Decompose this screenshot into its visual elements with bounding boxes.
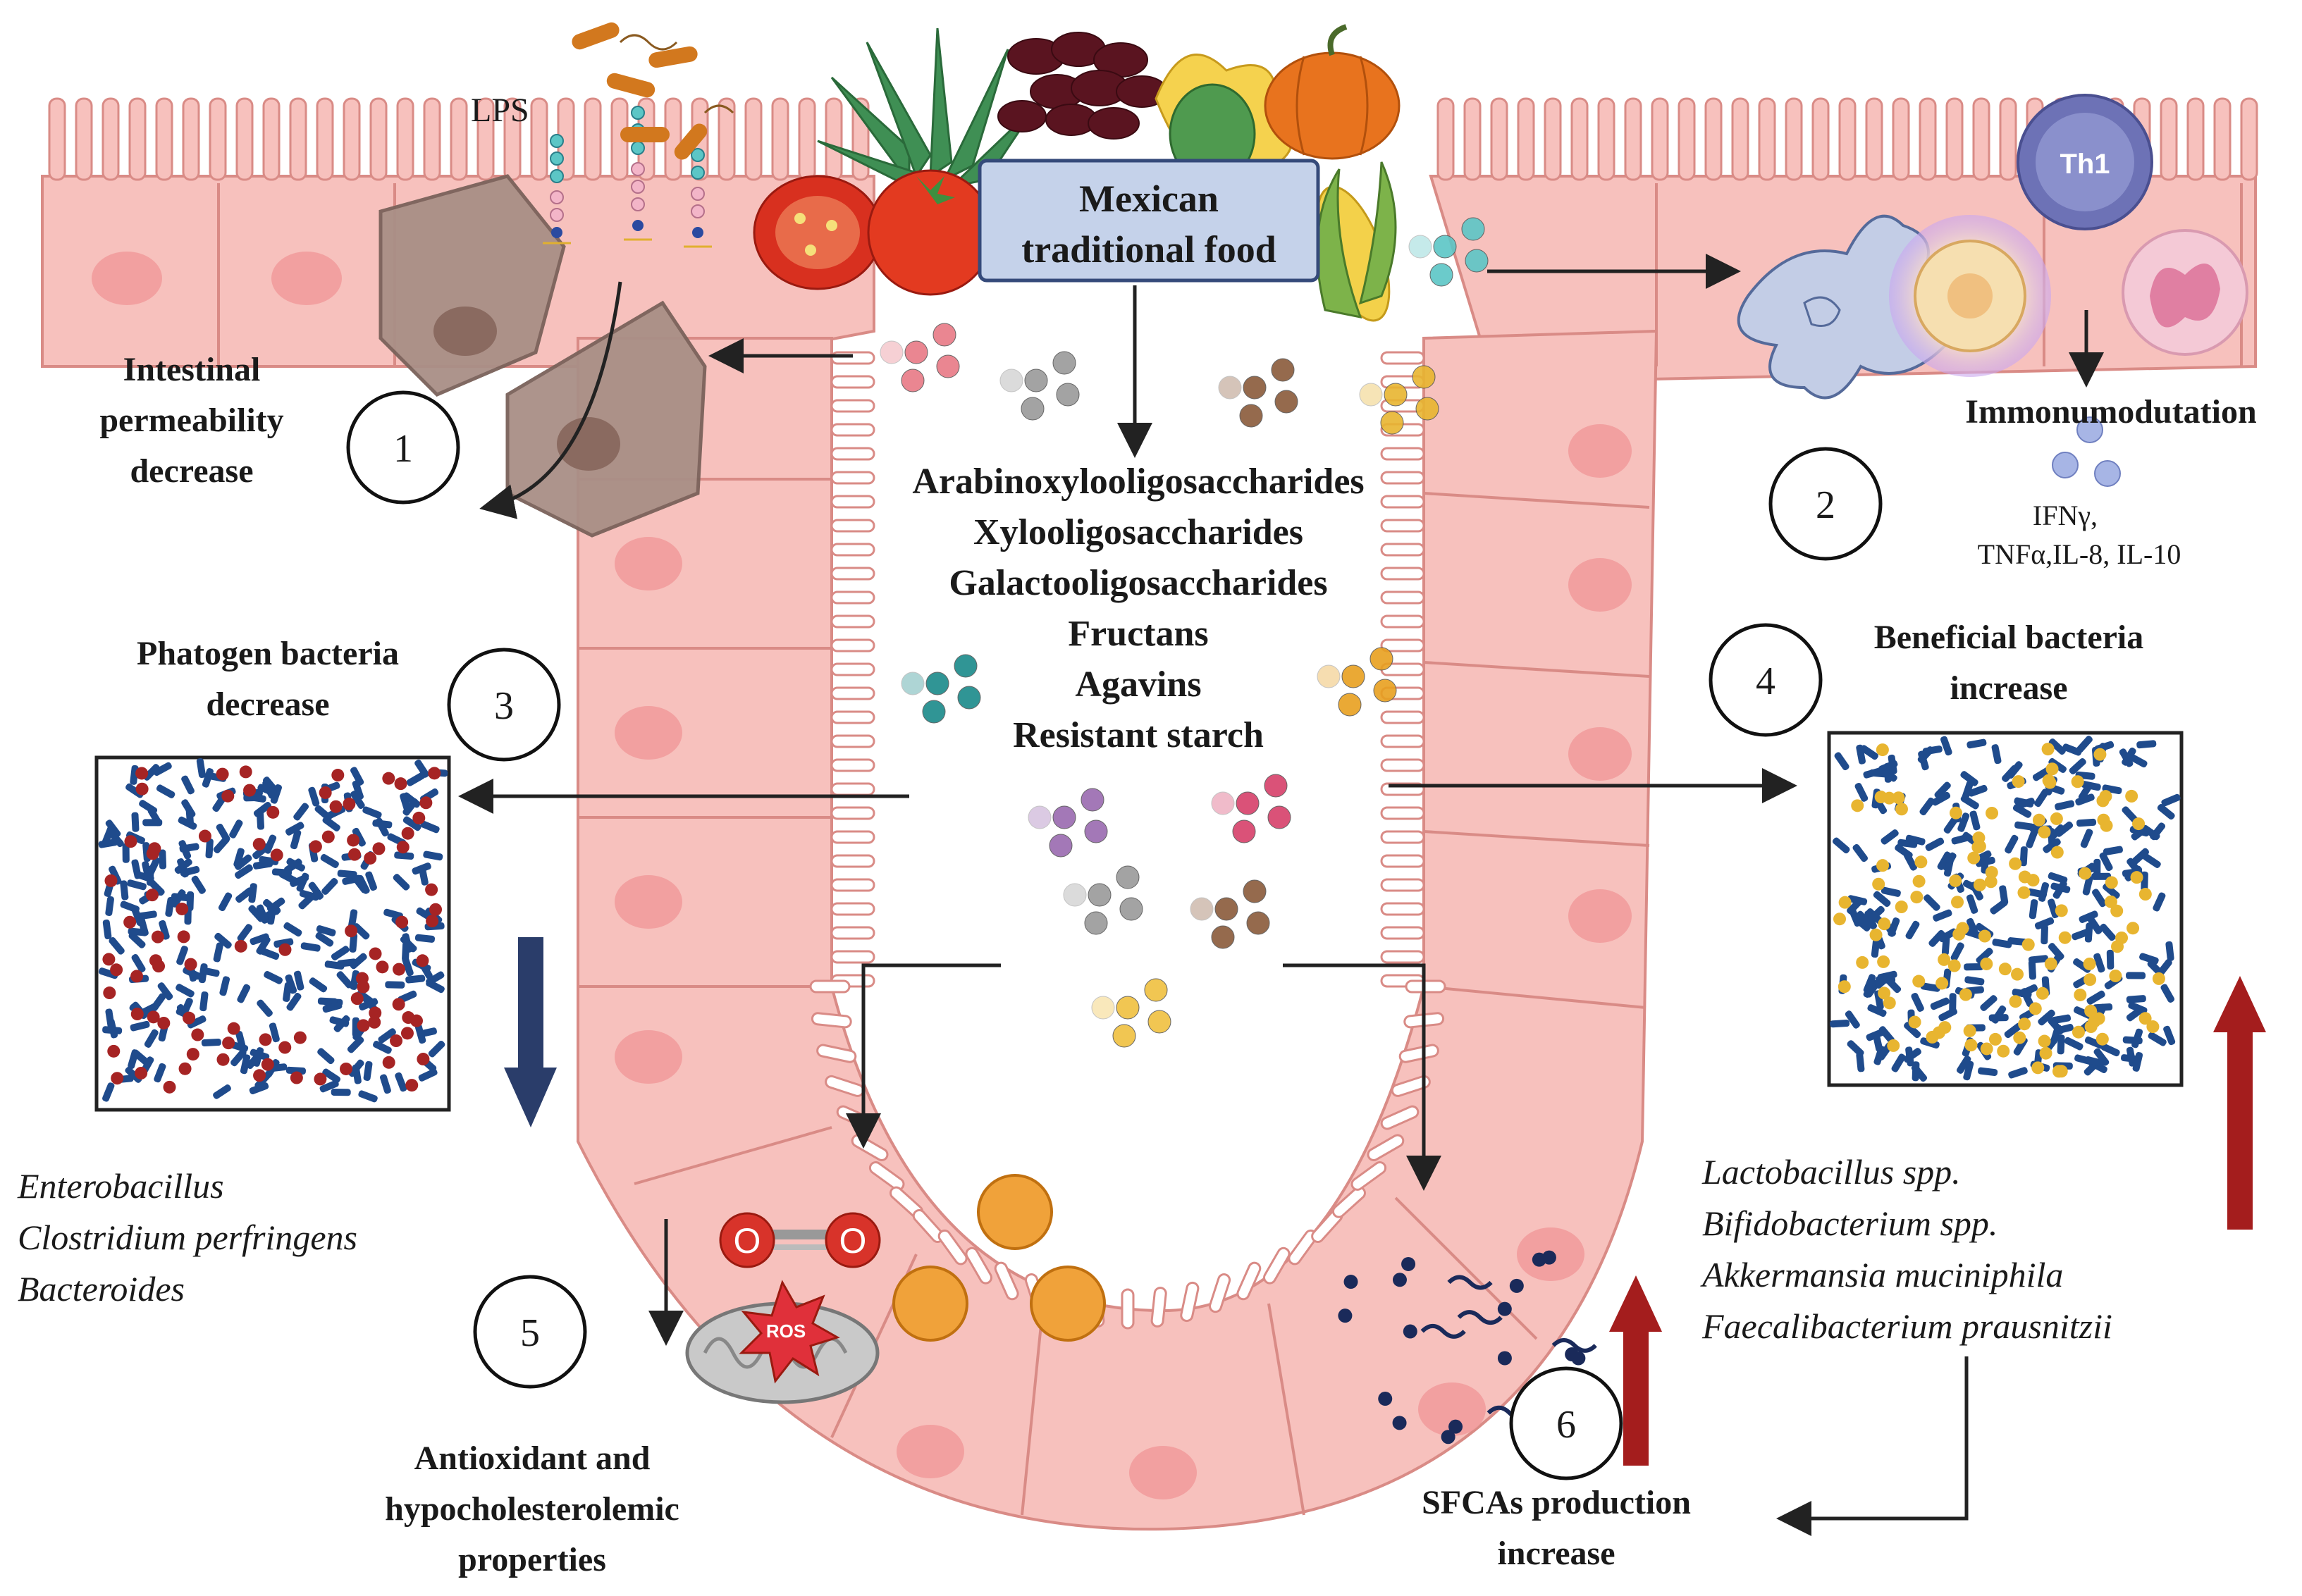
beneficial-species-4: Faecalibacterium prausnitzii: [1701, 1306, 2112, 1346]
intestinal-line1: Intestinal: [123, 351, 261, 388]
cytokines-line2: TNFα,IL-8, IL-10: [1978, 538, 2181, 570]
sfca-line1: SFCAs production: [1422, 1484, 1691, 1521]
nopal-flower-icon: [1155, 54, 1293, 185]
step-number-1: 1: [393, 427, 413, 471]
th1-label: Th1: [2060, 149, 2110, 180]
cytokines-line1: IFNγ,: [2033, 500, 2098, 531]
flow-arrows: [458, 254, 2104, 1536]
pathogen-line1: Phatogen bacteria: [137, 635, 399, 672]
damaged-epithelial-cells: [378, 174, 707, 538]
beneficial-bacteria-panel: [1827, 731, 2184, 1087]
step-marker-5: 5: [473, 1275, 587, 1389]
pathogen-species-1: Enterobacillus: [17, 1166, 224, 1206]
increase-arrow-sfca: [1609, 1275, 1662, 1466]
corn-icon: [1316, 161, 1397, 322]
beneficial-line2: increase: [1950, 669, 2067, 707]
compound-1: Arabinoxylooligosaccharides: [912, 462, 1364, 502]
beneficial-species-3: Akkermansia muciniphila: [1700, 1255, 2063, 1294]
bacteria-icon: [572, 22, 734, 160]
step-marker-2: 2: [1768, 447, 1883, 561]
oxygen-molecule-icon: O O: [719, 1212, 881, 1268]
box-line2: traditional food: [1021, 228, 1276, 271]
mexican-food-box: Mexican traditional food: [978, 159, 1320, 283]
antioxidant-line1: Antioxidant and: [414, 1440, 651, 1477]
pathogen-line2: decrease: [206, 686, 329, 723]
immunomodulation-label: Immonumodutation: [1965, 393, 2256, 431]
beans-icon: [997, 32, 1168, 140]
step-markers: 1 2 3 4 5 6: [346, 390, 1883, 1480]
step-number-2: 2: [1816, 483, 1835, 527]
oxygen-o2: O: [839, 1221, 867, 1261]
beneficial-line1: Beneficial bacteria: [1874, 619, 2144, 656]
compound-list: Arabinoxylooligosaccharides Xylooligosac…: [912, 462, 1364, 755]
compound-5: Agavins: [1075, 664, 1201, 705]
compound-6: Resistant starch: [1013, 715, 1264, 755]
scfa-particles: [1338, 1250, 1597, 1445]
step-number-4: 4: [1756, 660, 1775, 703]
intestinal-line2: permeability: [99, 402, 283, 439]
neutrophil-icon: [2122, 229, 2248, 356]
pathogen-bacteria-panel: [94, 755, 451, 1112]
th1-cell-icon: Th1: [2017, 94, 2153, 230]
sfca-label: SFCAs production increase: [1422, 1484, 1691, 1572]
ros-label: ROS: [766, 1320, 806, 1342]
antioxidant-label: Antioxidant and hypocholesterolemic prop…: [385, 1440, 679, 1578]
pumpkin-icon: [1264, 24, 1401, 160]
step-marker-4: 4: [1709, 623, 1823, 737]
step-marker-3: 3: [447, 648, 561, 762]
step-number-5: 5: [520, 1311, 540, 1355]
macrophage-icon: [1889, 215, 2051, 377]
step-marker-6: 6: [1509, 1366, 1623, 1480]
antioxidant-line2: hypocholesterolemic: [385, 1490, 679, 1528]
mitochondria-ros-icon: ROS: [685, 1280, 880, 1404]
compound-3: Galactooligosaccharides: [949, 563, 1327, 603]
step-number-6: 6: [1556, 1403, 1576, 1447]
beneficial-species-2: Bifidobacterium spp.: [1702, 1204, 1998, 1243]
tomato-icon: [753, 169, 994, 296]
decrease-arrow: [504, 937, 557, 1127]
lipid-droplets: [892, 1174, 1106, 1342]
pathogen-species-2: Clostridium perfringens: [18, 1218, 357, 1257]
compound-4: Fructans: [1068, 614, 1208, 654]
lps-label: LPS: [471, 92, 529, 129]
intestinal-line3: decrease: [130, 452, 253, 490]
box-line1: Mexican: [1079, 178, 1219, 220]
oxygen-o1: O: [734, 1221, 761, 1261]
pathogen-species-list: Enterobacillus Clostridium perfringens B…: [17, 1166, 357, 1309]
beneficial-species-list: Lactobacillus spp. Bifidobacterium spp. …: [1700, 1152, 2112, 1346]
oligosaccharide-molecules: [880, 217, 1489, 1048]
pathogen-species-3: Bacteroides: [18, 1269, 185, 1309]
cytokine-dots: [2052, 416, 2121, 487]
compound-2: Xylooligosaccharides: [973, 512, 1303, 552]
antioxidant-line3: properties: [458, 1541, 606, 1578]
intestinal-permeability-label: Intestinal permeability decrease: [99, 351, 283, 490]
increase-arrow-beneficial: [2213, 976, 2266, 1230]
step-number-3: 3: [494, 684, 514, 728]
sfca-line2: increase: [1497, 1535, 1615, 1572]
step-marker-1: 1: [346, 390, 460, 505]
beneficial-species-1: Lactobacillus spp.: [1701, 1152, 1961, 1192]
